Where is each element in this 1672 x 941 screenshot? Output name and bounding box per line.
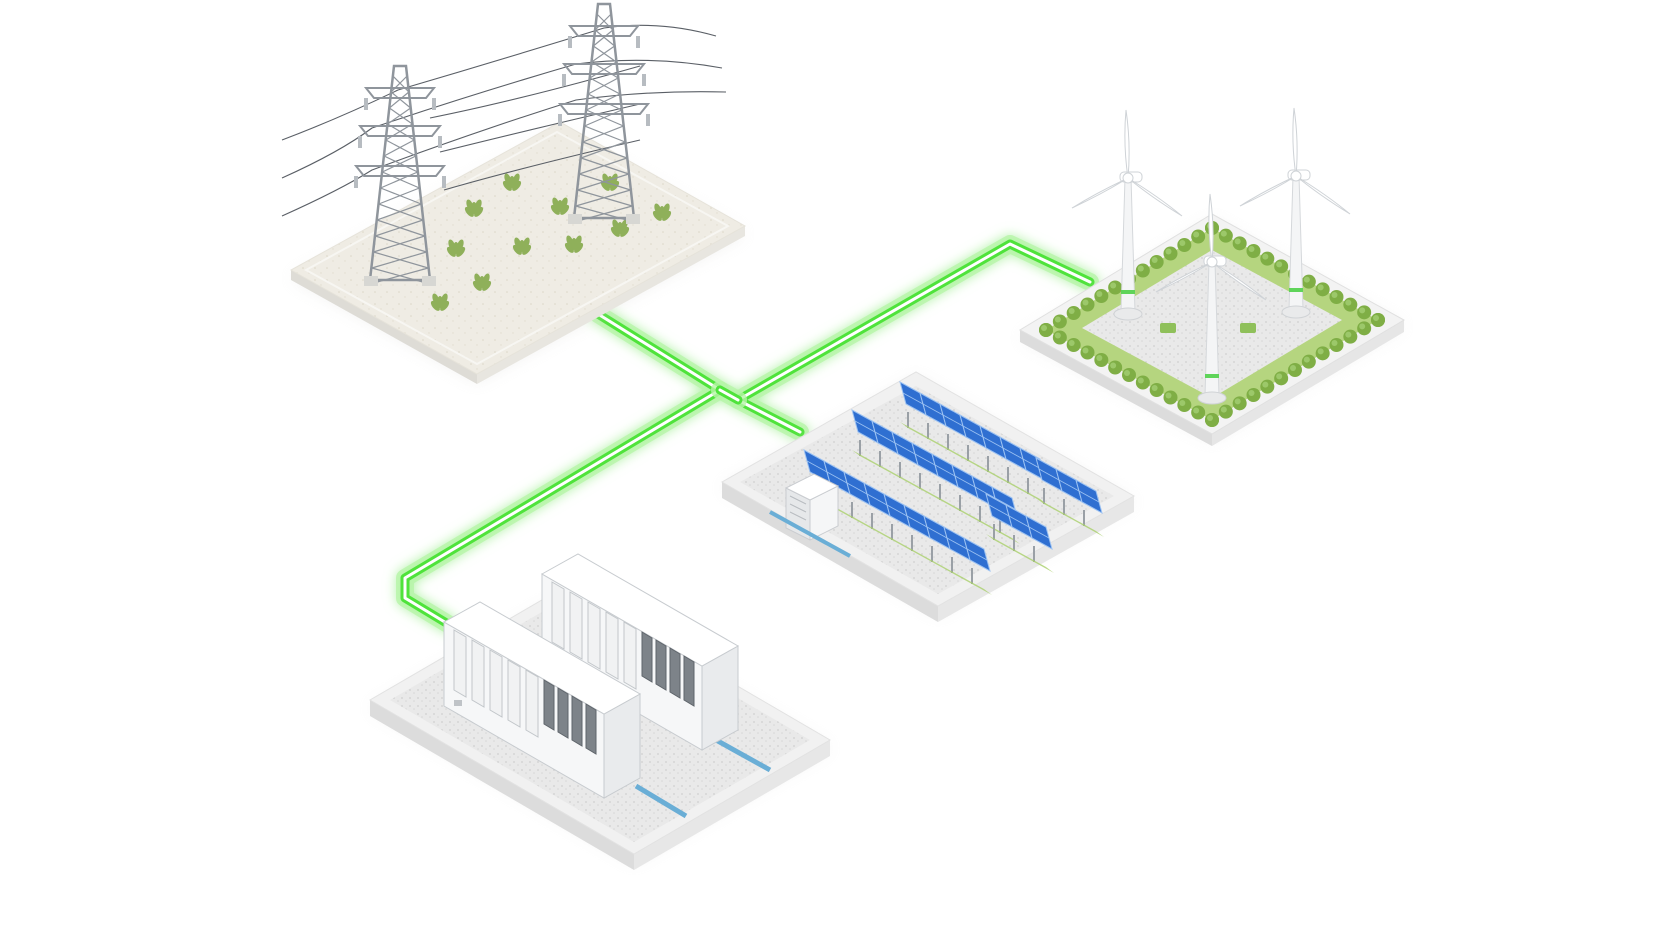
inverter-cabinet [769,473,851,558]
wind-turbine-icon [1071,109,1183,321]
solar-farm-platform [720,371,1136,622]
solar-panel-icon [899,380,1048,505]
battery-storage-platform [369,553,831,870]
wind-turbine-icon [1239,107,1351,319]
solar-panel-icon [1035,456,1104,537]
wind-turbine-icon [1155,193,1267,405]
transmission-platform [281,2,747,384]
solar-panel-icon [985,492,1054,573]
battery-container-icon [540,553,740,751]
wind-farm-platform [1018,107,1406,446]
solar-panel-icon [803,448,992,595]
transmission-tower-icon [353,64,447,286]
battery-container-icon [442,601,642,799]
energy-connection-lines [396,235,1099,633]
transmission-tower-icon [557,2,651,224]
